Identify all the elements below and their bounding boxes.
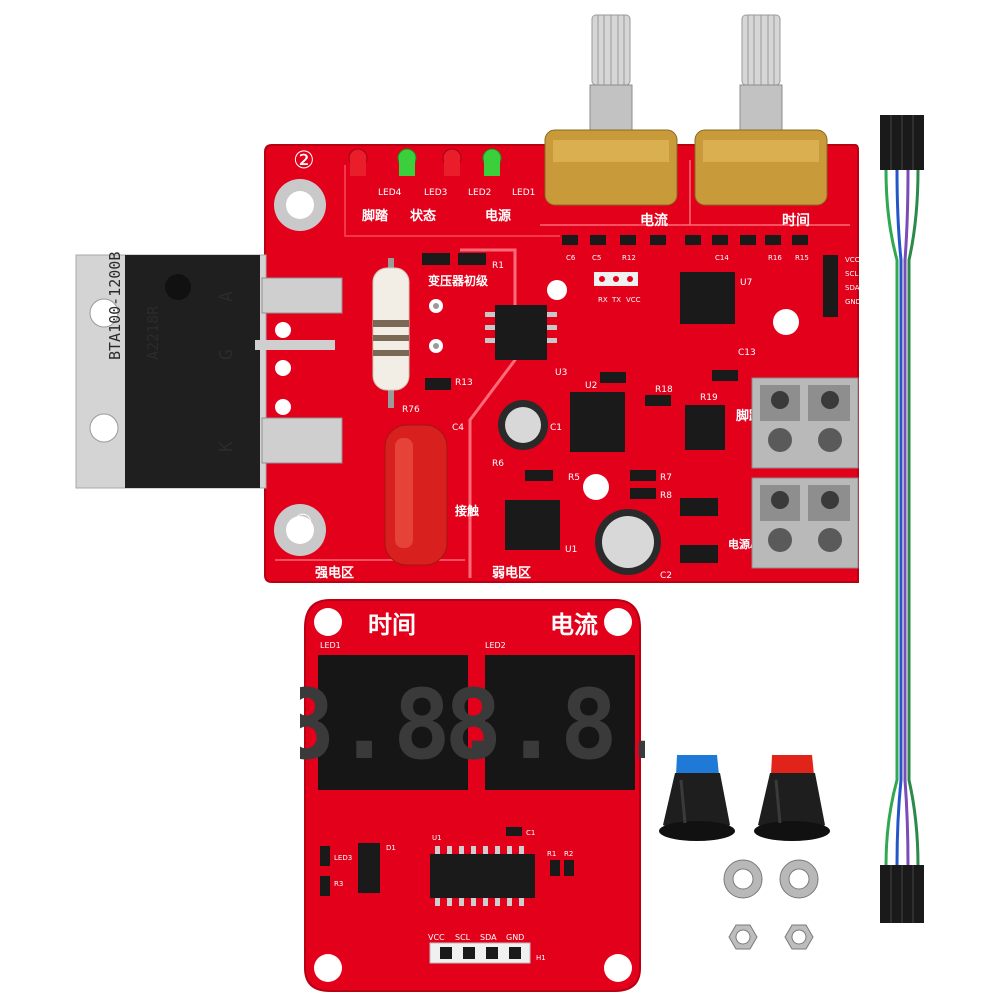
display-title-current: 电流 (550, 611, 598, 639)
label-led3: LED3 (424, 188, 447, 198)
label-c1: C1 (550, 423, 562, 433)
label-r1: R1 (492, 261, 504, 271)
label-u2: U2 (585, 381, 597, 391)
triac-module (75, 254, 343, 489)
display-pin-scl: SCL (455, 933, 471, 942)
label-pedal-led: 脚踏 (362, 208, 389, 224)
label-u3: U3 (555, 368, 567, 378)
dupont-cable (870, 110, 930, 930)
knob-cap-blue[interactable] (655, 745, 740, 845)
board-mark-1: ① (293, 511, 313, 536)
label-r16: R16 (768, 254, 782, 262)
label-power-led: 电源 (485, 208, 511, 224)
label-contact: 接触 (455, 503, 479, 518)
pin-vcc: VCC (845, 256, 860, 264)
chip-u3 (495, 305, 547, 360)
label-vcc: VCC (626, 296, 641, 304)
display-pin-gnd: GND (506, 933, 524, 942)
label-time-knob: 时间 (782, 212, 810, 229)
label-h1: H1 (536, 954, 546, 962)
header-i2c (823, 255, 838, 317)
potentiometer-current[interactable] (544, 14, 678, 206)
triac-pin-a: A (216, 291, 237, 302)
label-r12: R12 (622, 254, 636, 262)
label-c14: C14 (715, 254, 729, 262)
chip-u2 (570, 392, 625, 452)
knob-cap-red[interactable] (750, 745, 835, 845)
label-current-knob: 电流 (640, 212, 668, 229)
power-resistor (372, 258, 410, 408)
seven-segment-current: 8.8. (444, 655, 645, 790)
label-display-r2: R2 (564, 850, 573, 858)
display-pin-sda: SDA (480, 933, 497, 942)
label-led4: LED4 (378, 188, 402, 198)
label-c4: C4 (452, 423, 464, 433)
label-d1: D1 (386, 844, 396, 852)
terminal-block-power[interactable] (751, 477, 859, 569)
label-c13: C13 (738, 348, 756, 358)
triac-part-number: BTA100-1200B (106, 252, 124, 360)
label-r7: R7 (660, 473, 672, 483)
potentiometer-time[interactable] (694, 14, 828, 206)
label-display-led2: LED2 (485, 641, 506, 650)
label-led1: LED1 (512, 188, 535, 198)
label-led3: LED3 (334, 854, 352, 862)
label-r6: R6 (492, 459, 504, 469)
board-mark-2: ② (293, 146, 315, 174)
triac-pin-k: K (216, 441, 237, 452)
label-display-r1: R1 (547, 850, 556, 858)
label-strong-zone: 强电区 (315, 565, 354, 581)
label-r3: R3 (334, 880, 343, 888)
snubber-capacitor (384, 424, 448, 566)
pin-scl: SCL (845, 270, 858, 278)
display-board: 时间 电流 LED1 LED2 8.8. 8.8. LED3 D1 R3 U1 (300, 598, 645, 993)
display-title-time: 时间 (368, 611, 416, 639)
label-tx: TX (611, 296, 621, 304)
label-r13: R13 (455, 378, 473, 388)
label-weak-zone: 弱电区 (492, 565, 531, 581)
triac-pin-g: G (216, 349, 237, 360)
pin-sda: SDA (845, 284, 860, 292)
terminal-block-pedal[interactable] (751, 377, 859, 469)
display-pin-vcc: VCC (428, 933, 445, 942)
led-indicators (348, 148, 502, 176)
label-c5: C5 (592, 254, 601, 262)
label-r18: R18 (655, 385, 673, 395)
chip-u7 (680, 272, 735, 324)
label-led2: LED2 (468, 188, 491, 198)
label-r5: R5 (568, 473, 580, 483)
diode-d1 (358, 843, 380, 893)
digits-time: 8.8. (300, 669, 509, 781)
label-display-u1: U1 (432, 834, 442, 842)
label-status-led: 状态 (410, 208, 436, 224)
display-header (429, 942, 531, 964)
label-r76: R76 (402, 405, 420, 415)
digits-current: 8.8. (444, 669, 645, 781)
label-r8: R8 (660, 491, 672, 501)
pin-gnd: GND (845, 298, 861, 306)
hardware-washers-nuts (715, 855, 835, 960)
main-control-board: ② ① LED4 LED3 LED2 LED1 脚踏 状态 电源 R76 R2 … (75, 14, 861, 583)
chip-u1 (505, 500, 560, 550)
label-coil: 变压器初级 (428, 273, 488, 288)
label-c2: C2 (660, 571, 672, 581)
label-rx: RX (598, 296, 608, 304)
label-display-c1: C1 (526, 829, 535, 837)
label-u1: U1 (565, 545, 577, 555)
label-u7: U7 (740, 278, 752, 288)
seven-segment-time: 8.8. (300, 655, 509, 790)
label-display-led1: LED1 (320, 641, 341, 650)
label-r15: R15 (795, 254, 809, 262)
triac-lot-code: A2218R (144, 305, 162, 360)
label-r19: R19 (700, 393, 718, 403)
chip-display-u1 (430, 854, 535, 898)
label-c6: C6 (566, 254, 576, 262)
